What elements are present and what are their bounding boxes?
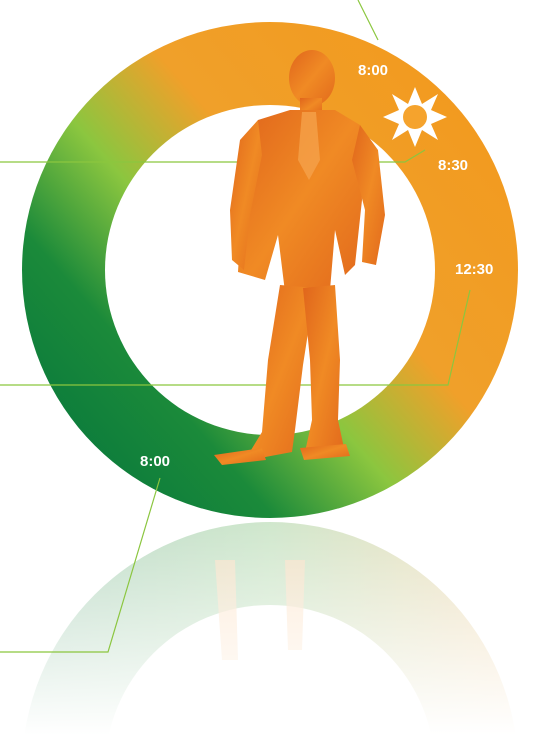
time-label-night-start: 8:00 [140, 453, 170, 470]
reflection-fade [0, 520, 535, 735]
time-label-morning-work: 8:30 [438, 157, 468, 174]
time-label-morning-start: 8:00 [358, 62, 388, 79]
time-label-midday: 12:30 [455, 261, 493, 278]
